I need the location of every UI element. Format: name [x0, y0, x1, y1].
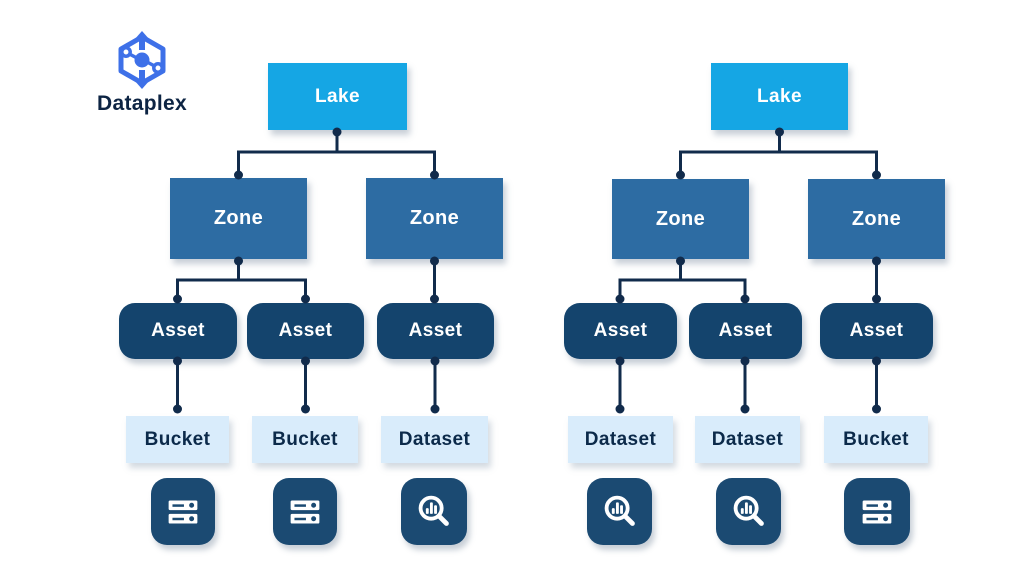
resource-label: Dataset [695, 416, 800, 463]
dataset-search-icon [604, 495, 635, 526]
zone-node: Zone [808, 179, 945, 259]
asset-node: Asset [820, 303, 933, 359]
resource-label: Dataset [381, 416, 488, 463]
asset-node: Asset [119, 303, 237, 359]
dataplex-logo: Dataplex [62, 30, 222, 120]
zone-node: Zone [612, 179, 749, 259]
asset-node: Asset [247, 303, 364, 359]
zone-node: Zone [366, 178, 503, 259]
resource-label: Dataset [568, 416, 673, 463]
asset-node: Asset [377, 303, 494, 359]
resource-label: Bucket [824, 416, 928, 463]
resource-label: Bucket [126, 416, 229, 463]
storage-icon [290, 500, 320, 523]
asset-node: Asset [689, 303, 802, 359]
dataset-icon-tile [716, 478, 781, 545]
dataplex-logo-icon [118, 31, 166, 89]
storage-icon [168, 500, 198, 523]
dataset-icon-tile [401, 478, 467, 545]
storage-bucket-icon [844, 478, 910, 545]
dataset-search-icon [733, 495, 764, 526]
zone-node: Zone [170, 178, 307, 259]
storage-bucket-icon [273, 478, 337, 545]
lake-node: Lake [268, 63, 407, 130]
dataset-icon-tile [587, 478, 652, 545]
resource-label: Bucket [252, 416, 358, 463]
asset-node: Asset [564, 303, 677, 359]
storage-icon [862, 500, 892, 523]
lake-node: Lake [711, 63, 848, 130]
brand-name: Dataplex [97, 92, 187, 115]
storage-bucket-icon [151, 478, 215, 545]
dataset-search-icon [418, 495, 449, 526]
